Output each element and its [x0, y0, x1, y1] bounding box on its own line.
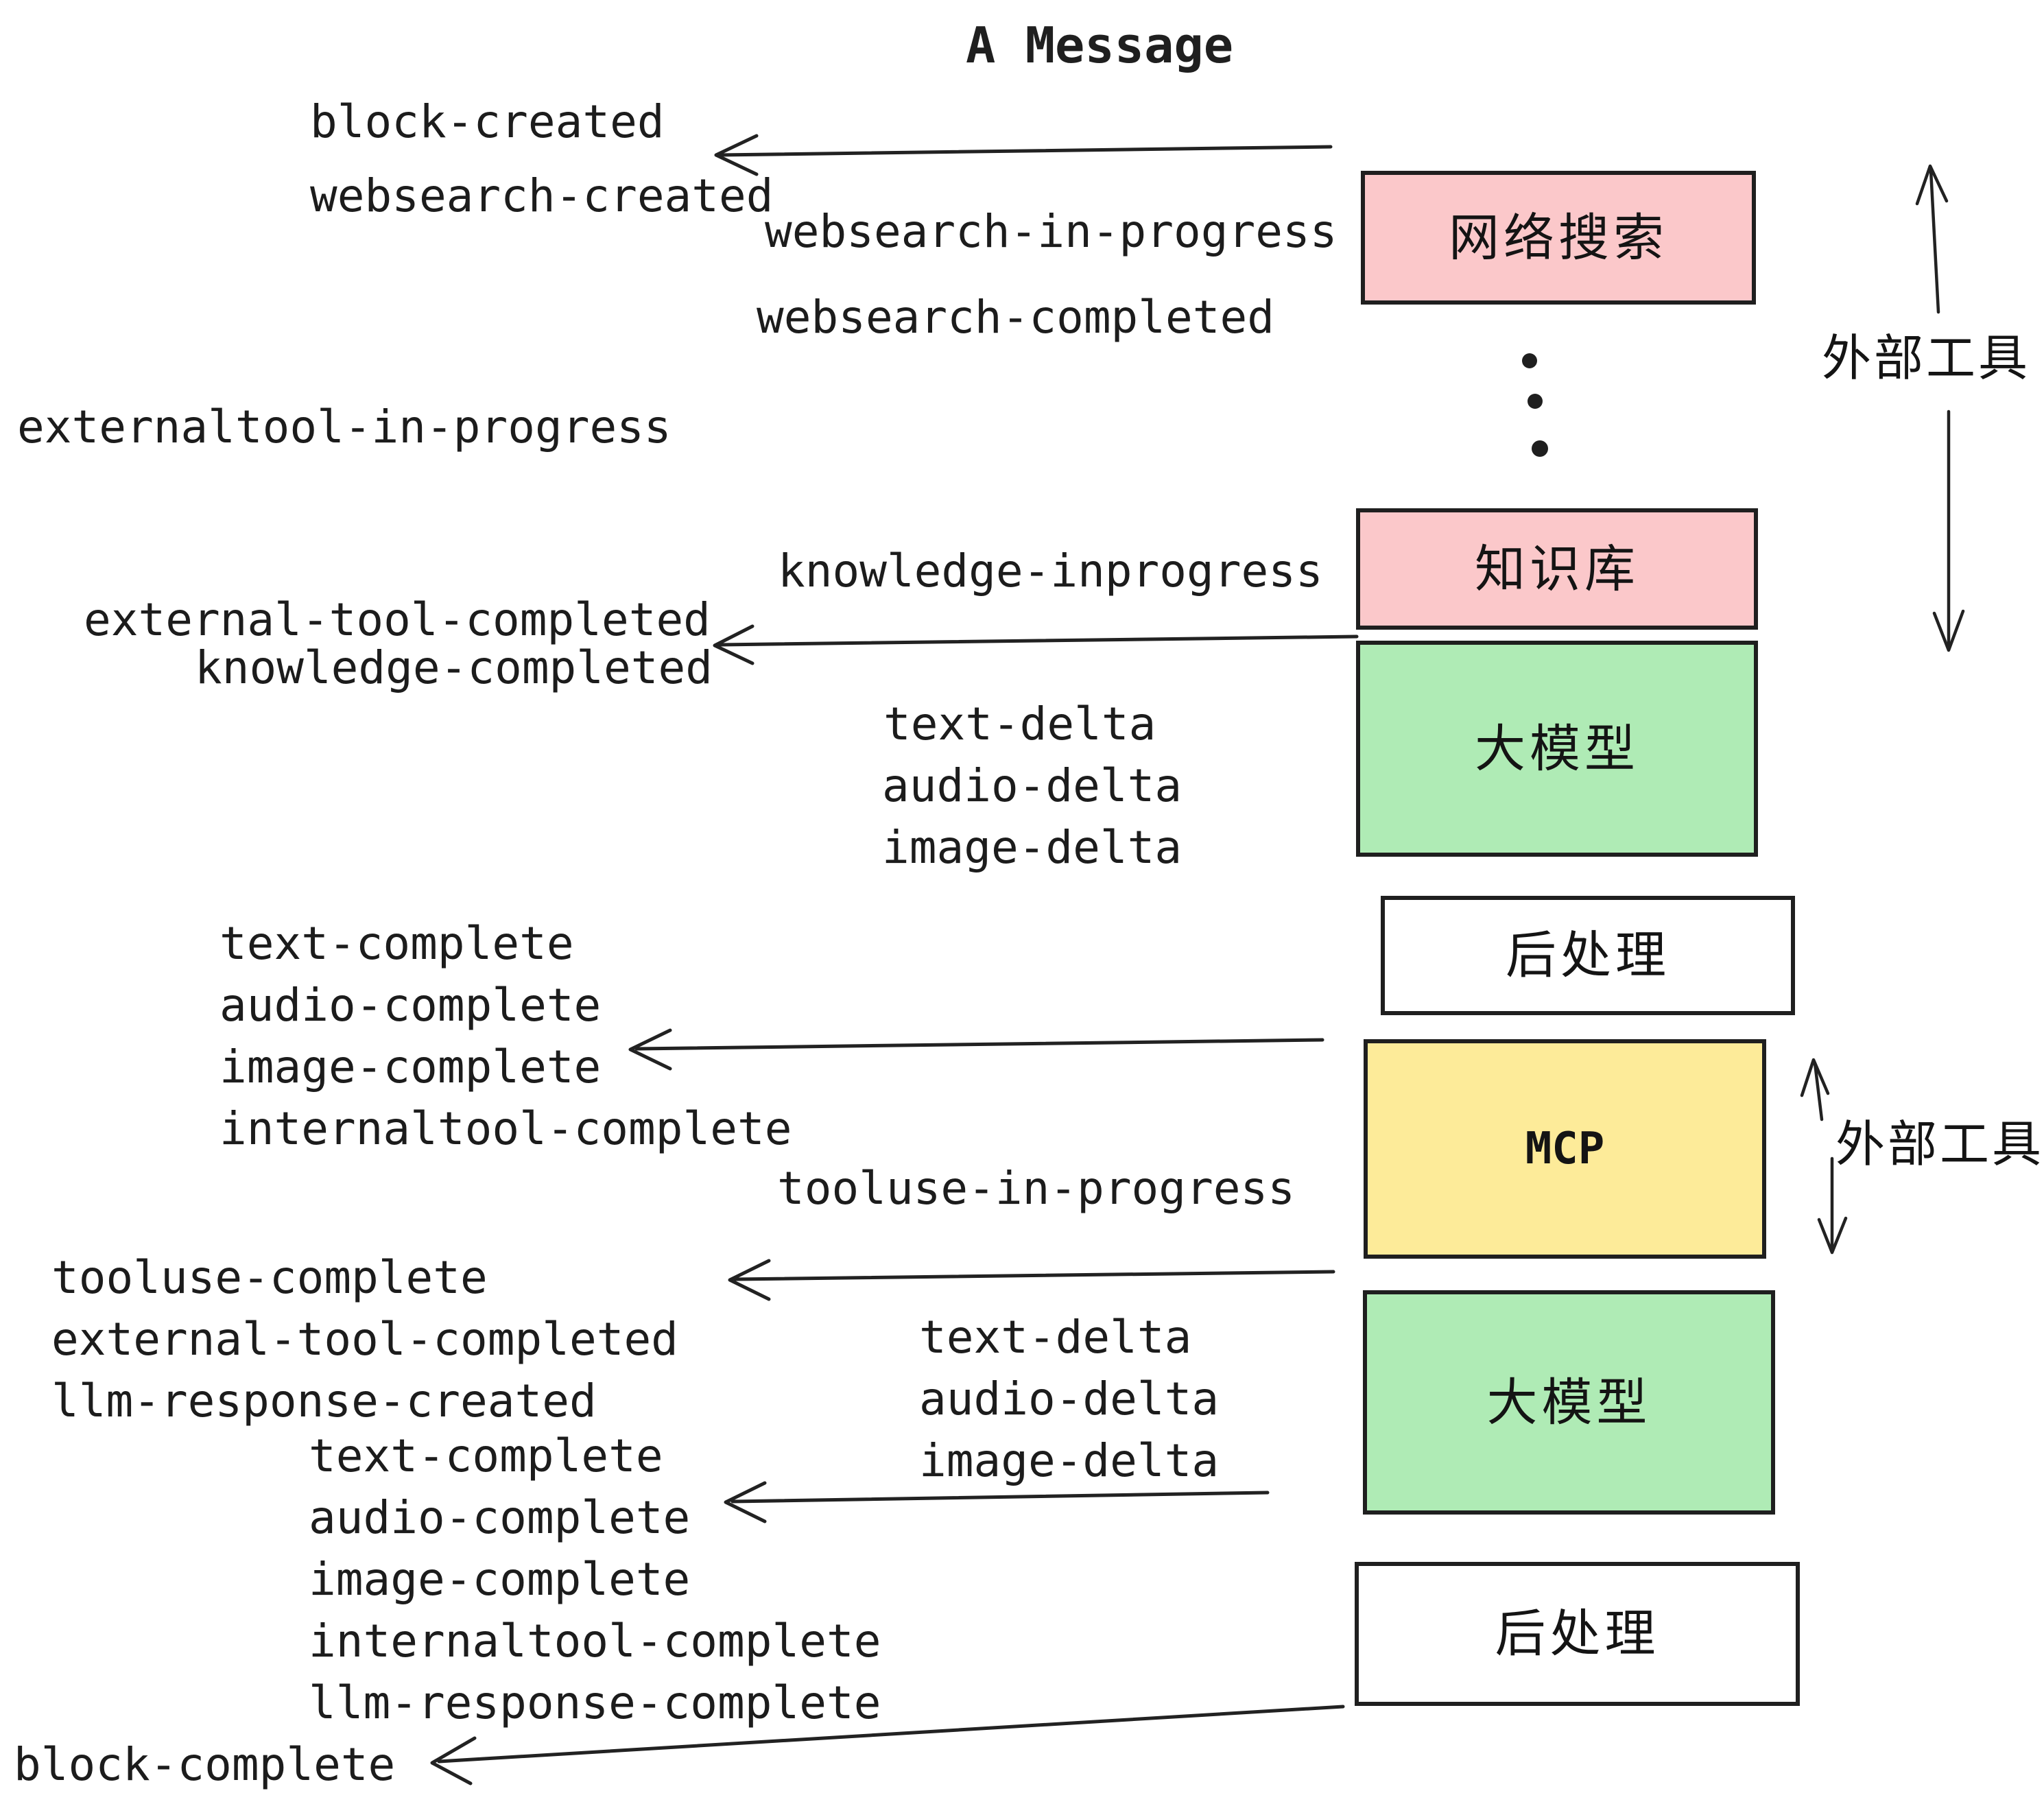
stage-box-knowledge-label: 知识库 — [1475, 540, 1639, 597]
event-label-llm-response-complete: llm-response-complete — [309, 1676, 881, 1729]
arrow-to-audio-complete-icon — [724, 1481, 1270, 1523]
external-tool-up-arrow-1-icon — [1915, 164, 1949, 314]
external-tool-down-arrow-2-icon — [1817, 1156, 1848, 1255]
event-label-tooluse-in-progress: tooluse-in-progress — [777, 1162, 1295, 1215]
event-label-websearch-completed: websearch-completed — [757, 291, 1274, 344]
side-label-external-tools-1: 外部工具 — [1822, 331, 2031, 386]
event-label-audio-complete-2: audio-complete — [309, 1491, 691, 1544]
ellipsis-dots-icon — [1522, 353, 1548, 457]
event-label-image-delta-2: image-delta — [919, 1434, 1220, 1487]
stage-box-websearch-label: 网络搜索 — [1449, 209, 1668, 266]
event-label-internaltool-complete: internaltool-complete — [219, 1102, 792, 1155]
event-label-text-complete-2: text-complete — [309, 1429, 663, 1482]
event-label-text-complete: text-complete — [219, 917, 574, 970]
stage-box-postprocess-1: 后处理 — [1381, 896, 1795, 1015]
stage-box-postprocess-2-label: 后处理 — [1495, 1605, 1660, 1662]
arrow-to-image-complete-icon — [628, 1028, 1324, 1071]
event-label-audio-delta-2: audio-delta — [919, 1373, 1220, 1425]
stage-box-llm-2-label: 大模型 — [1486, 1373, 1652, 1431]
stage-box-postprocess-1-label: 后处理 — [1506, 927, 1670, 984]
stage-box-mcp-label: MCP — [1525, 1124, 1605, 1174]
event-label-text-delta-2: text-delta — [919, 1311, 1192, 1364]
event-label-block-complete: block-complete — [14, 1738, 396, 1791]
event-label-audio-delta: audio-delta — [882, 759, 1183, 812]
event-label-llm-response-created: llm-response-created — [51, 1375, 597, 1427]
event-label-knowledge-completed: knowledge-completed — [195, 641, 713, 694]
event-label-image-delta: image-delta — [882, 821, 1183, 874]
event-label-internaltool-complete-2: internaltool-complete — [309, 1615, 881, 1667]
stage-box-websearch: 网络搜索 — [1361, 171, 1756, 305]
event-label-external-tool-completed-2: external-tool-completed — [51, 1313, 678, 1366]
stage-box-postprocess-2: 后处理 — [1355, 1562, 1800, 1706]
event-label-tooluse-complete: tooluse-complete — [51, 1251, 488, 1304]
event-label-audio-complete: audio-complete — [219, 979, 602, 1032]
side-label-external-tools-2: 外部工具 — [1835, 1117, 2044, 1172]
event-label-external-tool-completed: external-tool-completed — [84, 593, 711, 646]
event-label-knowledge-inprogress: knowledge-inprogress — [778, 545, 1323, 597]
external-tool-up-arrow-2-icon — [1800, 1058, 1830, 1121]
arrow-to-knowledge-completed-icon — [713, 624, 1359, 665]
event-label-text-delta: text-delta — [883, 698, 1156, 750]
stage-box-llm-2: 大模型 — [1363, 1290, 1775, 1515]
arrow-to-websearch-created-icon — [714, 134, 1333, 176]
page-title: A Message — [966, 16, 1234, 74]
event-label-websearch-in-progress: websearch-in-progress — [765, 205, 1338, 258]
arrow-to-tooluse-complete-icon — [728, 1259, 1335, 1301]
event-label-image-complete-2: image-complete — [309, 1553, 691, 1606]
stage-box-knowledge: 知识库 — [1356, 508, 1758, 630]
event-label-externaltool-in-progress: externaltool-in-progress — [17, 401, 672, 453]
external-tool-down-arrow-1-icon — [1932, 410, 1965, 652]
event-label-image-complete: image-complete — [219, 1041, 602, 1093]
stage-box-llm-1-label: 大模型 — [1475, 720, 1639, 777]
event-label-websearch-created: websearch-created — [310, 169, 774, 222]
event-label-block-created: block-created — [310, 95, 665, 148]
stage-box-mcp: MCP — [1364, 1039, 1766, 1259]
stage-box-llm-1: 大模型 — [1356, 641, 1758, 857]
